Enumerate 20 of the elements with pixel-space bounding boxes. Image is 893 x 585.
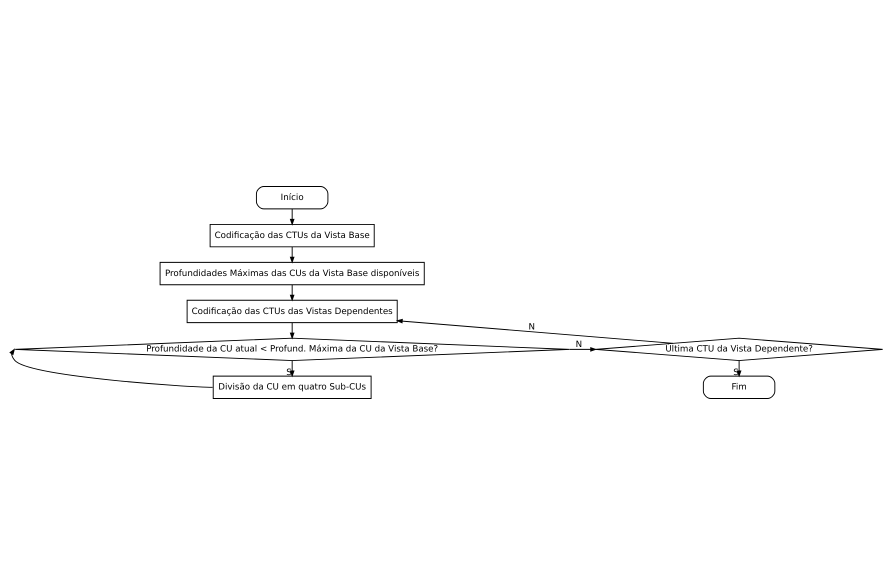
arrow xyxy=(395,318,673,344)
arrow xyxy=(289,322,294,340)
arrow xyxy=(289,246,294,264)
node-diamond: Última CTU da Vista Dependente? xyxy=(594,338,883,362)
node-box: Codificação das CTUs das Vistas Dependentes xyxy=(186,300,398,324)
node-box: Profundidades Máximas das CUs da Vista Base disponíveis xyxy=(159,262,424,286)
arrow xyxy=(8,348,213,388)
arrow xyxy=(736,360,741,378)
arrow xyxy=(289,284,294,302)
arrow xyxy=(289,360,294,378)
edge-label: N xyxy=(575,340,582,350)
node-box: Fim xyxy=(702,376,775,399)
node-box: Divisão da CU em quatro Sub-CUs xyxy=(212,376,372,399)
node-box: Início xyxy=(255,186,328,210)
node-diamond: Profundidade da CU atual < Profund. Máxima da CU da Vista Base? xyxy=(14,338,570,362)
arrow xyxy=(289,208,294,226)
arrow xyxy=(568,346,597,352)
edge-label: S xyxy=(286,368,292,378)
edge-label: N xyxy=(528,322,534,333)
node-box: Codificação das CTUs da Vista Base xyxy=(209,224,374,248)
